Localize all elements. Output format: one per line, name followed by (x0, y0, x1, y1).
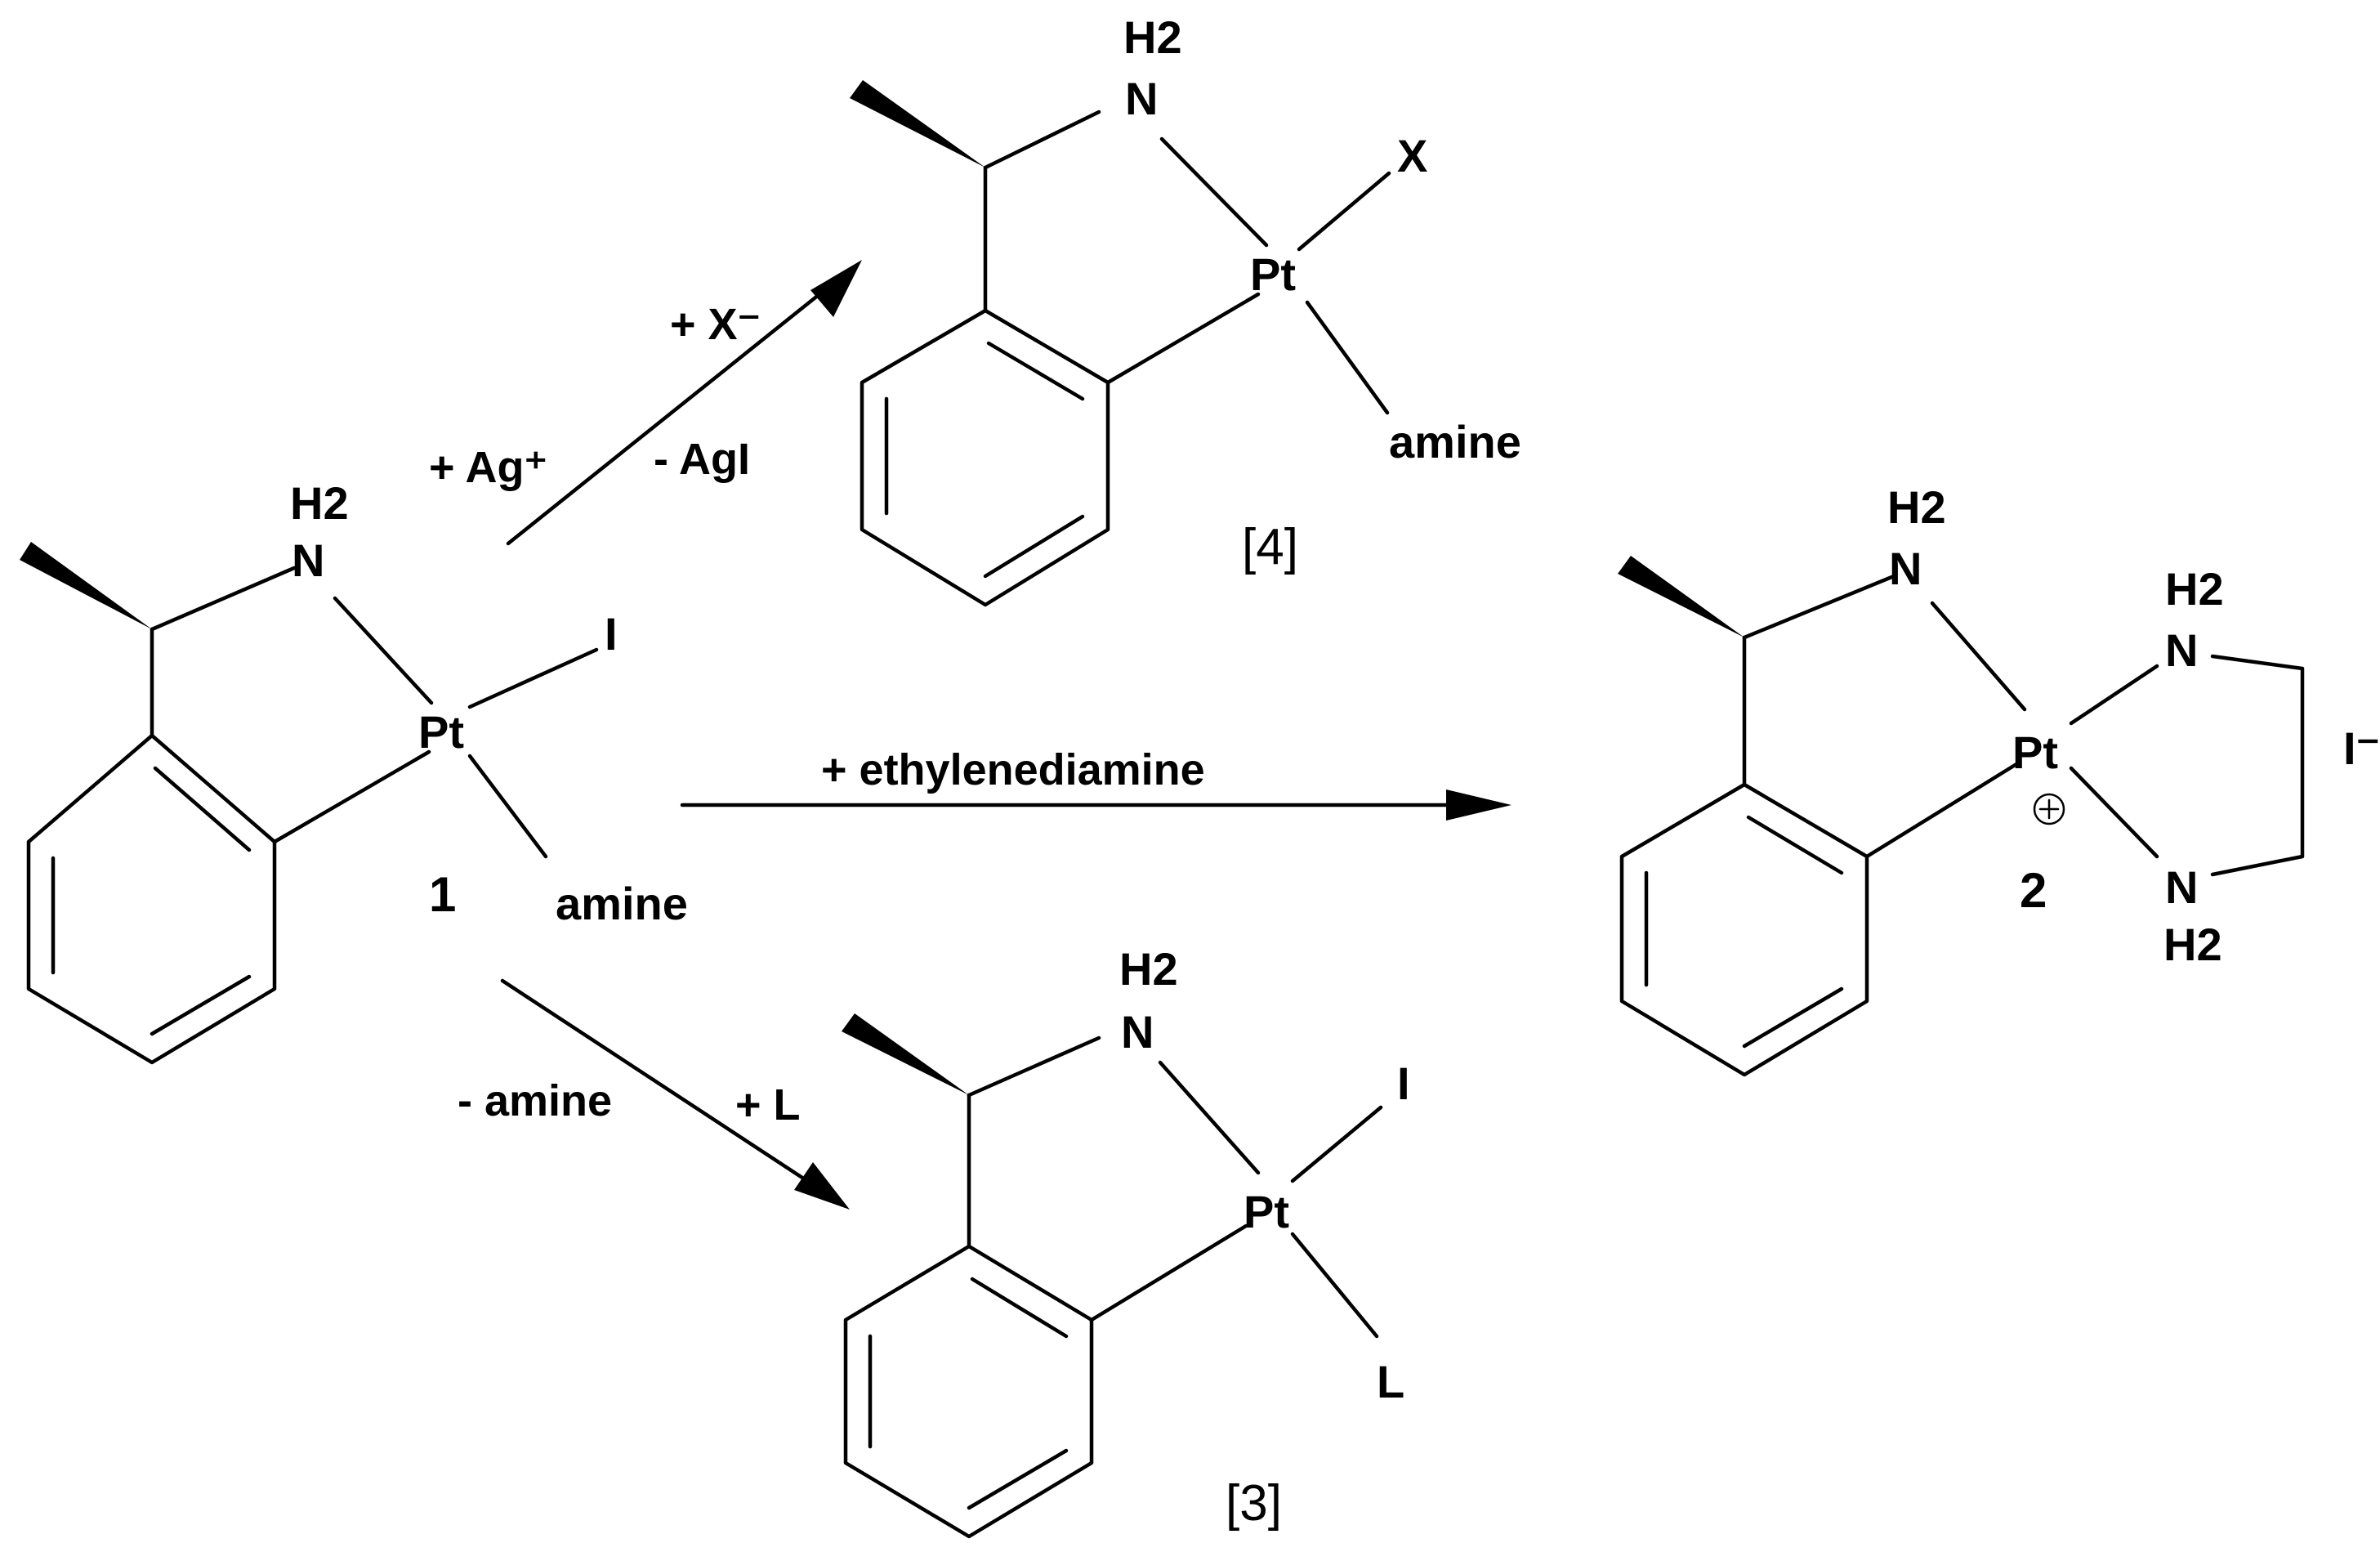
arrow-to-compound-3: - amine + L (458, 978, 850, 1210)
benzene-ring (843, 1244, 1094, 1539)
benzene-ring (1619, 782, 1869, 1077)
compound-2: H2 N Pt H2 N N H2 I⁻ 2 (1618, 481, 2380, 1077)
platinum-label: Pt (1250, 248, 1296, 300)
bond (2069, 766, 2159, 859)
reagent-minus-amine: - amine (458, 1076, 612, 1125)
arrow-head (810, 260, 862, 317)
bond (467, 754, 548, 859)
arrow-head (1446, 789, 1512, 821)
reagent-minus-agi: - AgI (654, 435, 750, 484)
arrow-shaft (506, 288, 826, 546)
bond (1305, 300, 1390, 415)
nitrogen-label: N (1125, 73, 1158, 124)
h2-label: H2 (2165, 563, 2224, 615)
benzene-double-bond (967, 1448, 1069, 1510)
compound-1-number: 1 (429, 867, 456, 922)
bond (2069, 664, 2159, 726)
h2-label: H2 (1119, 943, 1178, 995)
counter-ion-label: I⁻ (2343, 722, 2380, 774)
reagent-x-minus: + X⁻ (670, 300, 761, 349)
bond (1158, 1060, 1261, 1175)
bond (1297, 171, 1391, 252)
nitrogen-label: N (2165, 624, 2198, 676)
benzene-double-bond (983, 514, 1085, 579)
arrow-shaft (500, 978, 807, 1182)
h2-label: H2 (290, 477, 349, 529)
bond (1089, 1223, 1248, 1322)
platinum-label: Pt (2012, 727, 2058, 778)
reagent-ethylenediamine: + ethylenediamine (821, 745, 1205, 794)
compound-3: H2 N Pt I L [3] (842, 943, 1410, 1539)
stereo-wedge (850, 80, 985, 168)
compound-1: H2 N Pt I amine 1 (20, 477, 688, 1065)
compound-4: H2 N Pt X amine [4] (850, 11, 1521, 607)
benzene-double-bond (986, 341, 1085, 401)
arrow-head (794, 1162, 850, 1210)
reagent-plus-l: + L (735, 1080, 801, 1129)
benzene-double-bond (1746, 815, 1844, 875)
compound-2-number: 2 (2020, 863, 2047, 918)
bond (1290, 1232, 1379, 1339)
bond (333, 596, 434, 705)
bond (1864, 762, 2019, 859)
benzene-double-bond (970, 1277, 1069, 1339)
nitrogen-label: N (1889, 543, 1922, 594)
compound-4-number: [4] (1242, 519, 1298, 575)
benzene-double-bond (1742, 986, 1844, 1049)
stereo-wedge (1618, 556, 1744, 637)
bond (1290, 1105, 1383, 1183)
arrow-to-compound-4: + X⁻ + Ag⁺ - AgI (429, 260, 862, 546)
bond (1159, 136, 1269, 248)
bond (150, 566, 297, 632)
h2-label: H2 (1887, 481, 1946, 533)
positive-charge-icon (2033, 793, 2065, 825)
benzene-double-bond (153, 766, 252, 852)
bond (983, 110, 1101, 170)
nitrogen-label: N (2165, 861, 2198, 913)
x-ligand-label: X (1397, 130, 1427, 181)
benzene-double-bond (150, 974, 252, 1036)
nitrogen-label: N (292, 534, 324, 586)
bond (1930, 601, 2027, 712)
compound-3-number: [3] (1226, 1475, 1282, 1532)
h2-label: H2 (2163, 919, 2222, 970)
benzene-ring (26, 733, 277, 1065)
benzene-ring (860, 308, 1110, 607)
bond (967, 1035, 1101, 1098)
bond (272, 749, 431, 844)
stereo-wedge (20, 542, 152, 629)
arrow-to-compound-2: + ethylenediamine (680, 745, 1512, 821)
bond (1105, 292, 1261, 385)
bond (1742, 574, 1896, 640)
iodide-label: I (1397, 1058, 1410, 1109)
bond (467, 647, 599, 709)
platinum-label: Pt (418, 706, 464, 758)
stereo-wedge (842, 1013, 969, 1095)
ethylene-bridge (2210, 654, 2305, 877)
h2-label: H2 (1123, 11, 1182, 63)
reagent-ag-plus: + Ag⁺ (429, 443, 547, 492)
nitrogen-label: N (1121, 1006, 1154, 1058)
iodide-label: I (605, 608, 618, 660)
platinum-label: Pt (1244, 1186, 1289, 1237)
amine-label: amine (1389, 416, 1521, 467)
amine-label: amine (556, 878, 688, 929)
l-ligand-label: L (1377, 1356, 1404, 1407)
